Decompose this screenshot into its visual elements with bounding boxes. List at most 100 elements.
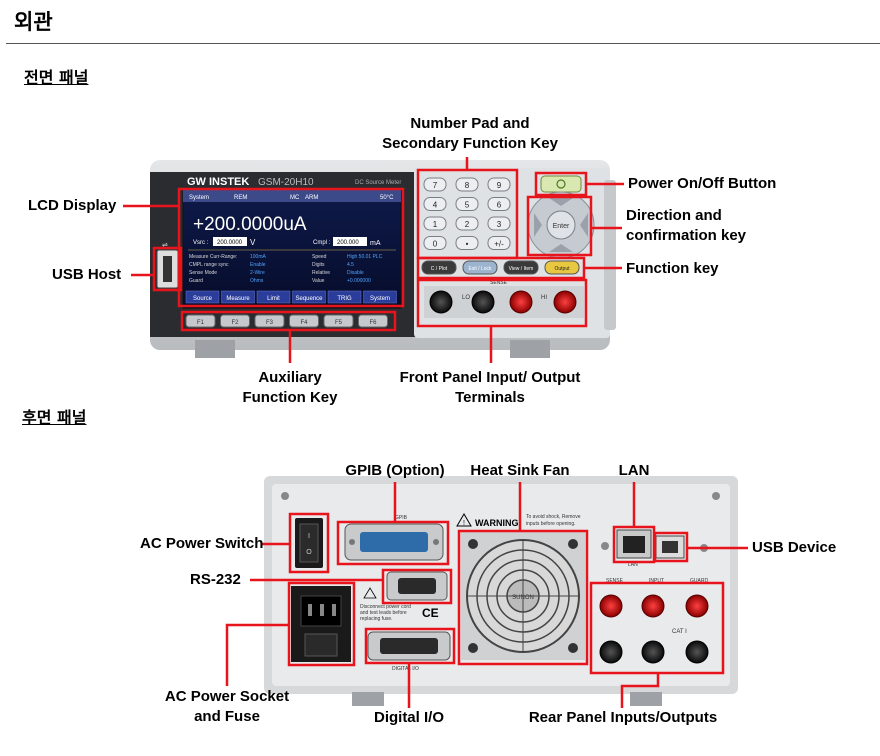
- keypad-key[interactable]: [455, 177, 479, 192]
- keypad-key[interactable]: [487, 236, 511, 250]
- keypad-key-label: 3: [497, 220, 502, 229]
- svg-text:O: O: [306, 549, 312, 556]
- keypad-key-label: 8: [465, 181, 470, 190]
- lcd-info-cell: Enable: [250, 262, 266, 268]
- rear-sense-tag: SENSE: [606, 578, 624, 584]
- keypad-key[interactable]: [455, 236, 479, 250]
- ac-power-socket[interactable]: [291, 586, 351, 662]
- label-direction-line2: confirmation key: [626, 227, 747, 244]
- fkey-button[interactable]: [323, 314, 354, 328]
- arrow-down-icon[interactable]: [549, 244, 573, 252]
- label-numpad: Number Pad and Secondary Function Key: [370, 114, 570, 154]
- lcd-softkey[interactable]: [256, 290, 291, 304]
- enter-button[interactable]: [546, 210, 576, 240]
- label-numpad-line2: Secondary Function Key: [382, 135, 558, 152]
- lcd-vsrc-unit: V: [250, 238, 256, 247]
- lcd-softkey[interactable]: [327, 290, 362, 304]
- keypad-key[interactable]: [487, 177, 511, 192]
- keypad-key[interactable]: [455, 197, 479, 211]
- lcd-vsrc-value: 200.0000: [217, 240, 243, 246]
- keypad-key[interactable]: [423, 197, 447, 211]
- terminal-hi-label: HI: [541, 295, 547, 301]
- fkey-label: F4: [300, 320, 308, 326]
- rear-input-hi[interactable]: [641, 594, 665, 618]
- lan-port[interactable]: LAN: [616, 529, 652, 568]
- front-terminals: SENSE LO HI: [424, 280, 584, 318]
- keypad-key-label: +/-: [494, 240, 504, 249]
- rear-input-lo[interactable]: [641, 640, 665, 664]
- ac-power-switch[interactable]: I O: [295, 518, 323, 568]
- arrow-up-icon[interactable]: [549, 198, 573, 206]
- label-heat-sink-fan: Heat Sink Fan: [470, 462, 570, 479]
- keypad-key-label: 5: [465, 201, 470, 210]
- fuse-holder[interactable]: [304, 633, 338, 657]
- lcd-softkey-label: TRIG: [337, 296, 352, 302]
- label-ac-power-socket: AC Power Socket and Fuse: [157, 687, 297, 727]
- lcd-softkey-label: Sequence: [295, 296, 323, 302]
- lcd-info-cell: Relative: [312, 270, 330, 276]
- label-ac-power-switch: AC Power Switch: [140, 535, 264, 552]
- keypad-key[interactable]: [423, 177, 447, 192]
- label-gpib: GPIB (Option): [345, 462, 445, 479]
- fkey-button[interactable]: [220, 314, 250, 328]
- heading-divider: [6, 43, 880, 44]
- keypad-key-label: 4: [433, 201, 438, 210]
- rs232-connector[interactable]: [386, 571, 448, 601]
- arrow-left-icon[interactable]: [534, 213, 542, 237]
- front-panel-title: 전면 패널: [24, 68, 89, 87]
- rear-guard-sense[interactable]: [685, 594, 709, 618]
- keypad-key[interactable]: [423, 216, 447, 231]
- label-ac-socket-line2: and Fuse: [194, 708, 260, 725]
- label-front-terminals: Front Panel Input/ Output Terminals: [380, 368, 600, 408]
- svg-text:!: !: [463, 520, 465, 527]
- arrow-right-icon[interactable]: [580, 213, 588, 237]
- gpib-connector[interactable]: GPIB: [344, 515, 444, 561]
- keypad-key[interactable]: [487, 216, 511, 231]
- rear-sense-hi[interactable]: [599, 594, 623, 618]
- terminal-sense-lo[interactable]: [429, 290, 453, 314]
- label-lcd-display: LCD Display: [28, 197, 117, 214]
- label-usb-device: USB Device: [752, 539, 837, 556]
- function-key-button[interactable]: [421, 260, 457, 275]
- fkey-button[interactable]: [185, 314, 216, 328]
- terminal-input-hi[interactable]: [509, 290, 533, 314]
- fkey-button[interactable]: [254, 314, 285, 328]
- label-usb-host: USB Host: [52, 266, 122, 283]
- fkey-label: F6: [369, 320, 377, 326]
- keypad-key[interactable]: [455, 216, 479, 231]
- label-rs232: RS-232: [190, 571, 241, 588]
- lcd-softkey[interactable]: [221, 290, 255, 304]
- function-key-button[interactable]: [544, 260, 580, 275]
- lan-tag: LAN: [628, 562, 638, 568]
- terminal-sense-hi[interactable]: [553, 290, 577, 314]
- rear-guard[interactable]: [685, 640, 709, 664]
- terminal-input-lo[interactable]: [471, 290, 495, 314]
- function-key-button[interactable]: [503, 260, 539, 275]
- lcd-temperature: 50°C: [380, 195, 394, 201]
- keypad-key[interactable]: [487, 197, 511, 211]
- rear-sense-lo[interactable]: [599, 640, 623, 664]
- keypad-key[interactable]: [423, 236, 447, 250]
- lcd-info-cell: 2-Wire: [250, 270, 265, 276]
- fkey-button[interactable]: [358, 314, 388, 328]
- lcd-softkey[interactable]: [185, 290, 220, 304]
- lcd-softkey[interactable]: [363, 290, 397, 304]
- rear-cat-tag: CAT I: [672, 629, 687, 635]
- lcd-info-cell: Sense Mode: [189, 270, 217, 276]
- digital-io-connector[interactable]: DIGITAL I/O: [367, 631, 451, 672]
- usb-device-port[interactable]: [655, 535, 685, 559]
- lcd-cmpl-value: 200.000: [337, 240, 359, 246]
- fkey-button[interactable]: [289, 314, 319, 328]
- lcd-softkey[interactable]: [292, 290, 326, 304]
- direction-pad[interactable]: Enter: [527, 191, 595, 259]
- lcd-info-cell: Measure Curr-Range:: [189, 254, 237, 260]
- power-button[interactable]: [540, 175, 582, 193]
- label-direction-line1: Direction and: [626, 207, 722, 224]
- front-pointer-lines: [123, 157, 624, 363]
- warning-title: WARNING: [475, 518, 519, 528]
- function-key-label: Output: [554, 266, 570, 272]
- lcd-display: System REM MC ARM 50°C +200.0000uA Vsrc …: [182, 189, 402, 309]
- function-key-button[interactable]: [462, 260, 498, 275]
